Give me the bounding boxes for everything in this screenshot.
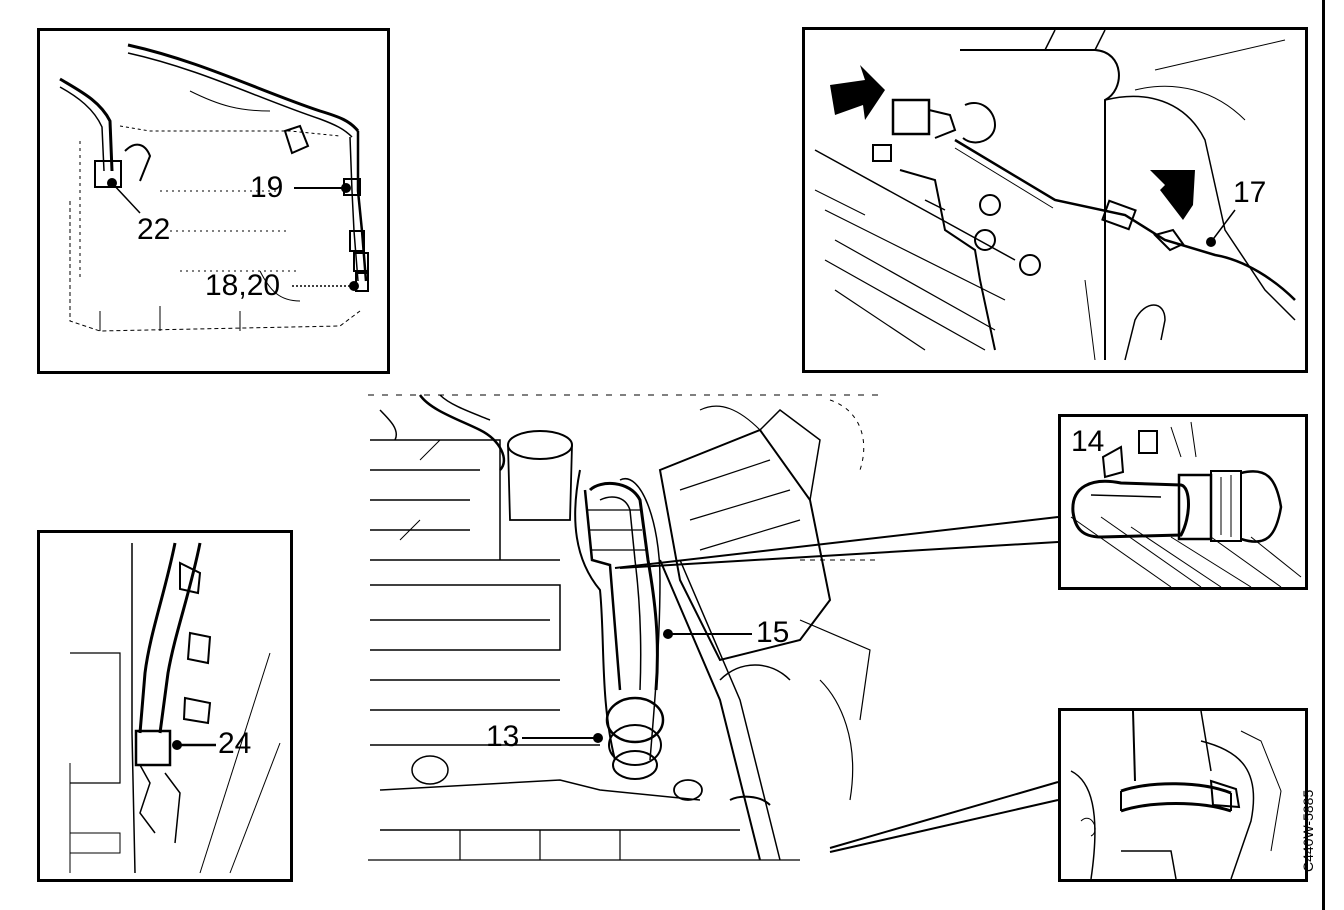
callout-17: 17 — [1233, 176, 1267, 209]
detail-panel-bracket: 24 — [37, 530, 293, 882]
callout-13: 13 — [486, 720, 520, 753]
callout-22: 22 — [137, 213, 171, 246]
detail-panel-sensor-connector: 17 — [802, 27, 1308, 373]
connector-detail-drawing — [814, 30, 1296, 361]
hose-clamp-drawing — [1070, 711, 1282, 879]
hose-detail-drawing — [59, 43, 369, 332]
detail-panel-hose-clamp — [1058, 708, 1308, 882]
callout-19: 19 — [250, 171, 284, 204]
page-edge-line — [1322, 0, 1325, 910]
intake-hose-drawing — [1070, 421, 1302, 587]
callout-14: 14 — [1071, 425, 1105, 458]
callout-18-20: 18,20 — [205, 269, 281, 302]
detail-panel-hoses: 22 19 18,20 — [37, 28, 390, 374]
detail-panel-intake-hose: 14 — [1058, 414, 1308, 590]
callout-15: 15 — [756, 616, 790, 649]
bracket-drawing — [69, 542, 281, 874]
callout-24: 24 — [218, 727, 252, 760]
figure-code: C440W-5885 — [1300, 789, 1316, 872]
